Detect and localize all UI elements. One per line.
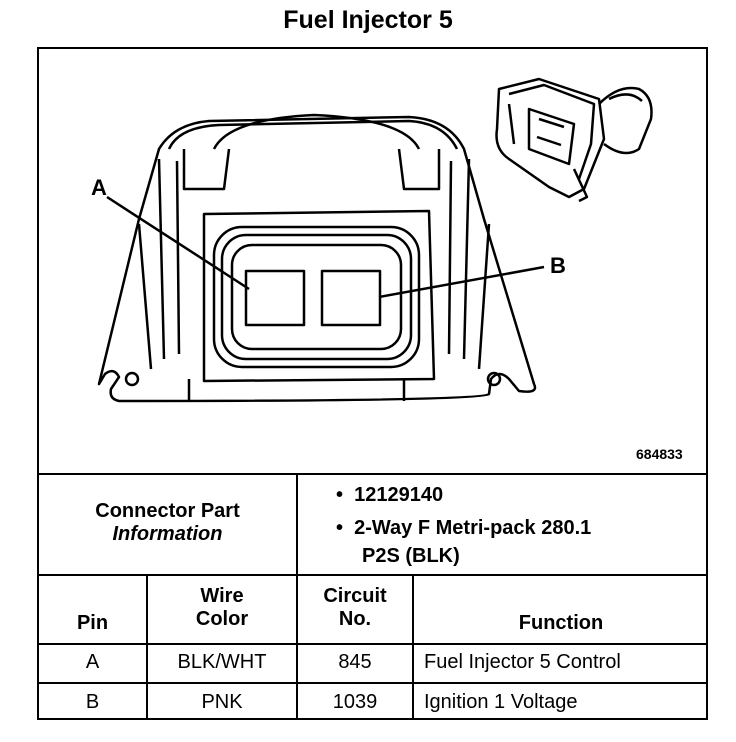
connector-info-label: Connector Part Information (39, 500, 296, 546)
bullet-icon: • (336, 484, 355, 506)
row-b-wire-color: PNK (201, 691, 243, 713)
bullet-icon: • (336, 517, 355, 539)
row-b-function: Ignition 1 Voltage (424, 691, 578, 713)
divider-header-rows (37, 643, 708, 645)
page-title: Fuel Injector 5 (283, 6, 453, 34)
header-circuit-line1: Circuit (323, 585, 387, 607)
divider-col-circuit (412, 574, 414, 720)
row-a-function: Fuel Injector 5 Control (424, 651, 621, 673)
header-wire-color-line1: Wire (200, 585, 244, 607)
connector-info-label-line2: Information (112, 523, 223, 545)
connector-info-label-line1: Connector Part (95, 500, 240, 522)
header-wire-color: Wire Color (148, 585, 296, 631)
row-a-circuit: 845 (338, 651, 372, 673)
callout-b-label: B (550, 253, 566, 278)
part-number: 12129140 (354, 484, 444, 506)
header-function: Function (518, 612, 604, 634)
part-number-item: • 12129140 (336, 484, 443, 507)
row-b-pin: B (85, 691, 100, 713)
divider-col-wire (296, 574, 298, 720)
divider-info-vertical (296, 473, 298, 576)
header-wire-color-line2: Color (195, 608, 249, 630)
description-line2: P2S (BLK) (362, 545, 460, 567)
header-pin: Pin (76, 612, 109, 634)
callout-a-label: A (91, 175, 107, 200)
divider-row-a-b (37, 682, 708, 684)
row-b-circuit: 1039 (332, 691, 378, 713)
divider-col-pin (146, 574, 148, 720)
diagram-frame (37, 47, 708, 720)
header-circuit: Circuit No. (298, 585, 412, 631)
drawing-number: 684833 (636, 446, 683, 462)
header-circuit-line2: No. (338, 608, 372, 630)
row-a-pin: A (85, 651, 100, 673)
row-a-wire-color: BLK/WHT (177, 651, 267, 673)
divider-drawing-table (37, 473, 708, 475)
description-line1: 2-Way F Metri-pack 280.1 (354, 517, 592, 539)
divider-info-header (37, 574, 708, 576)
connector-drawing (97, 77, 653, 403)
description-item: • 2-Way F Metri-pack 280.1 (336, 517, 591, 540)
